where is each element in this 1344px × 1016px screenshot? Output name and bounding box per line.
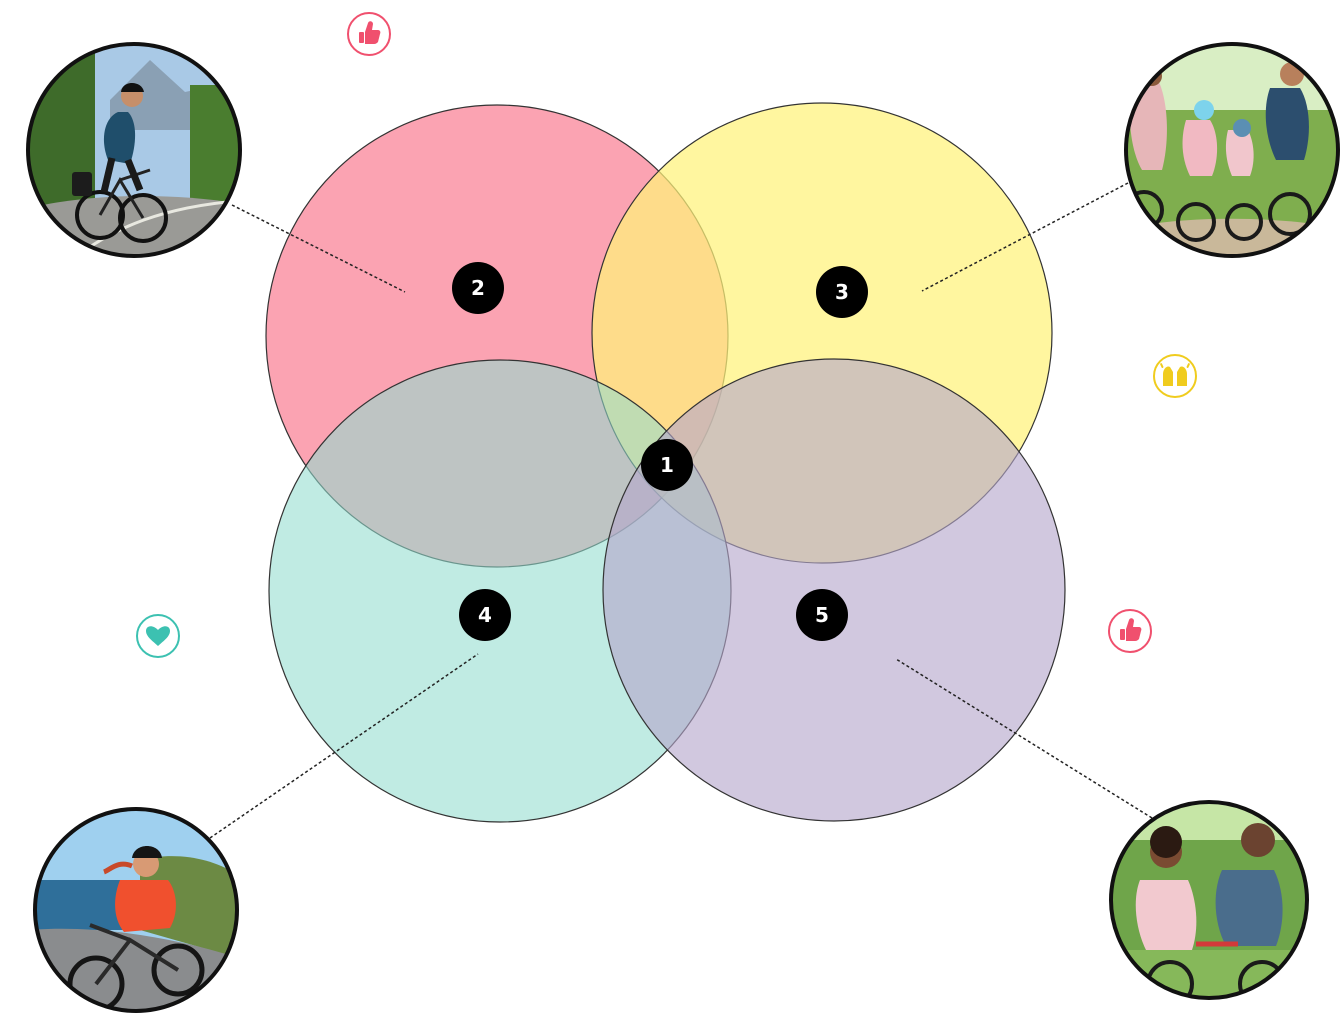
badge-circle-3-label: 3 [835,280,849,304]
heart-icon [137,615,179,657]
badge-circle-4-label: 4 [478,603,492,627]
thumbs-up-icon [1109,610,1151,652]
circle-5-lavender [603,359,1065,821]
badge-center-label: 1 [660,453,674,477]
badge-circle-3: 3 [816,266,868,318]
cyclist-coastal-road-photo [30,805,245,1016]
badge-circle-5-label: 5 [815,603,829,627]
thumbs-up-icon [348,13,390,55]
raised-hands-icon [1154,355,1196,397]
family-cycling-photo [1120,40,1344,270]
couple-cycling-park-photo [1108,800,1313,1006]
cyclist-mountain-road-photo [20,40,250,270]
badge-circle-2-label: 2 [471,276,485,300]
badge-center: 1 [641,439,693,491]
badge-circle-4: 4 [459,589,511,641]
badge-circle-2: 2 [452,262,504,314]
badge-circle-5: 5 [796,589,848,641]
